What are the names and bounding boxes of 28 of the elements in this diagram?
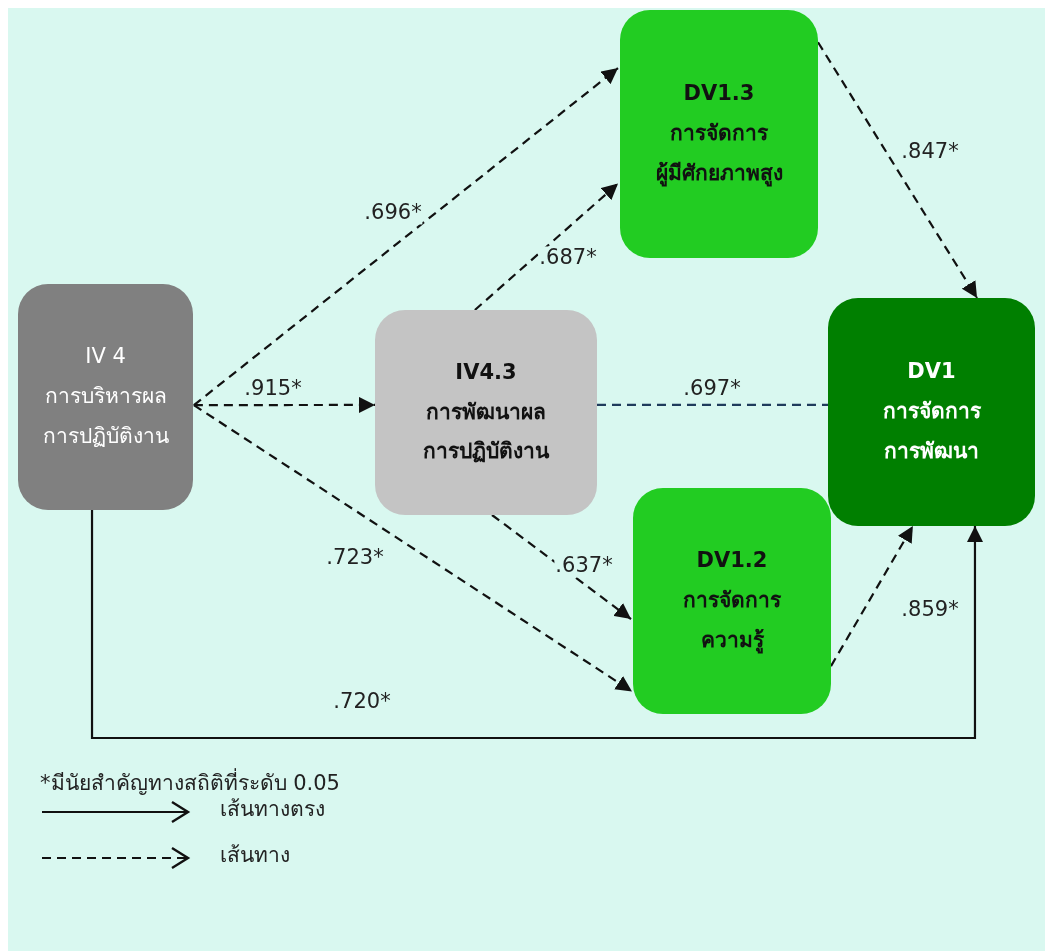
arrow [193, 396, 375, 413]
variable-name: การจัดการ ความรู้ [682, 587, 782, 656]
variable-box [633, 488, 831, 714]
arrow [491, 514, 632, 620]
variable-box [18, 284, 193, 510]
variable-code: IV4.3 [454, 358, 518, 386]
legend-text: เส้นทางตรง [220, 796, 325, 823]
arrow [193, 67, 619, 406]
variable-name: การจัดการ ผู้มีศักยภาพสูง [654, 120, 784, 189]
legend-text: เส้นทาง [220, 842, 290, 869]
variable-name: การบริหารผล การปฏิบัติงาน [41, 383, 170, 450]
arrow [193, 404, 633, 693]
significance-note: *มีนัยสำคัญทางสถิติที่ระดับ 0.05 [40, 770, 340, 798]
coefficient-label: .696* [363, 201, 423, 225]
coefficient-label: .637* [554, 554, 614, 578]
variable-name: การจัดการ การพัฒนา [881, 398, 982, 465]
variable-box [620, 10, 818, 258]
variable-code: DV1 [906, 358, 957, 386]
arrow [817, 41, 978, 299]
variable-box [375, 310, 597, 515]
arrow [474, 182, 619, 311]
arrow [830, 525, 914, 667]
arrow [90, 510, 983, 740]
variable-code: DV1.2 [695, 547, 769, 575]
variable-code: IV 4 [84, 343, 127, 371]
variable-box [828, 298, 1035, 526]
variable-code: DV1.3 [682, 80, 756, 108]
variable-name: การพัฒนาผล การปฏิบัติงาน [422, 398, 551, 466]
